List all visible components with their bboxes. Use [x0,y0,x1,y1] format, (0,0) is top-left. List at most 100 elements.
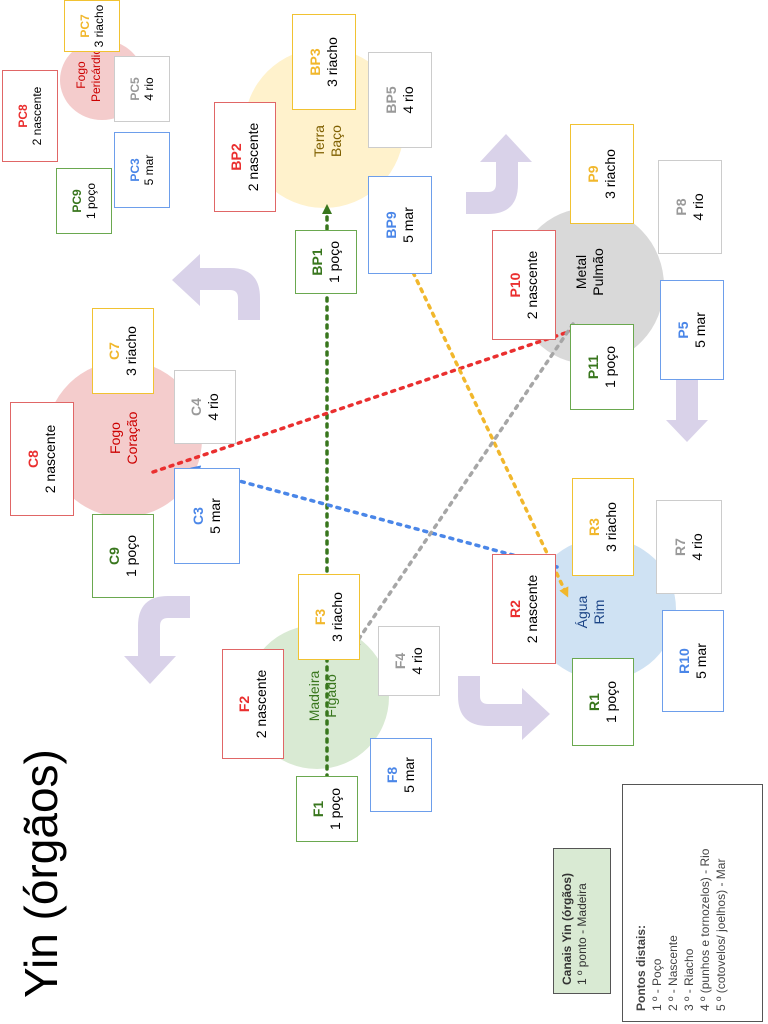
point-code: PC5 [128,77,142,101]
point-r1: R1 1 poço [572,658,634,746]
point-c7: C7 3 riacho [92,308,154,394]
point-code: F2 [236,695,252,713]
point-label: 3 riacho [329,592,345,642]
point-label: 3 riacho [602,149,618,199]
water-organ-name: Água Rim [574,572,608,652]
point-f2: F2 2 nascente [222,649,284,759]
point-label: 2 nascente [524,250,540,320]
point-p11: P11 1 poço [570,324,634,410]
point-code: BP3 [307,48,323,76]
legend-points-title: Pontos distais: [634,924,648,1011]
point-label: 3 riacho [603,502,619,552]
point-label: 4 rio [142,77,156,101]
point-code: P5 [675,321,691,339]
point-bp3: BP3 3 riacho [292,14,356,110]
point-code: PC7 [78,14,92,38]
point-f4: F4 4 rio [378,626,440,696]
legend-points-item: 2 º - Nascente [666,935,680,1011]
legend-points-item: 5 º (cotovelos/ joelhos) - Mar [714,858,728,1011]
point-code: BP5 [383,86,399,114]
point-label: 5 mar [207,498,223,534]
point-code: F8 [384,766,400,784]
point-code: BP9 [383,211,399,239]
point-code: F1 [310,800,326,818]
point-code: PC3 [128,158,142,182]
point-bp5: BP5 4 rio [368,52,432,148]
legend-points-item: 1 º - Poço [650,958,664,1011]
legend-points: Pontos distais: 1 º - Poço 2 º - Nascent… [622,784,763,1022]
point-code: C7 [106,342,122,360]
point-bp2: BP2 2 nascente [214,102,276,212]
earth-element-label: Terra [311,125,327,157]
legend-canals-title: Canais Yin (órgãos) [560,872,574,985]
point-code: P11 [585,354,601,380]
point-code: BP2 [228,143,244,171]
point-label: 4 rio [400,86,416,114]
point-f1: F1 1 poço [296,776,358,842]
diagram-title: Yin (órgãos) [15,749,67,998]
point-label: 2 nascente [253,669,269,739]
legend-canals: Canais Yin (órgãos) 1 º ponto - Madeira [553,848,611,994]
point-label: 1 poço [602,345,618,389]
point-r2: R2 2 nascente [492,554,556,664]
point-r10: R10 5 mar [662,610,724,712]
point-label: 2 nascente [30,86,44,146]
point-code: F3 [312,608,328,626]
point-label: 4 rio [205,393,221,421]
point-p9: P9 3 riacho [570,124,634,224]
point-label: 1 poço [123,534,139,578]
point-pc9: PC9 1 poço [56,168,112,234]
wood-organ-label: Fígado [323,674,339,718]
point-label: 2 nascente [245,122,261,192]
point-label: 1 poço [327,787,343,831]
fire-organ-name: Fogo Coração [107,398,141,478]
point-label: 4 rio [409,647,425,675]
flow-arrow-water-to-wood-icon [458,676,550,740]
point-code: R7 [672,538,688,556]
point-label: 3 riacho [324,37,340,87]
point-label: 4 rio [689,533,705,561]
point-label: 1 poço [603,680,619,724]
point-label: 5 mar [400,207,416,243]
legend-canals-line: 1 º ponto - Madeira [575,883,589,985]
point-c4: C4 4 rio [174,370,236,444]
point-label: 5 mar [692,312,708,348]
point-label: 3 riacho [92,4,106,48]
earth-organ-name: Terra Baço [311,101,345,181]
wood-organ-name: Madeira Fígado [306,656,340,736]
point-code: P9 [585,165,601,183]
flow-arrow-wood-to-fire-icon [124,596,190,684]
legend-points-item: 4 º (punhos e tornozelos) - Rio [698,848,712,1011]
point-bp9: BP9 5 mar [368,176,432,274]
point-code: PC9 [70,189,84,213]
point-code: R2 [507,600,523,618]
point-label: 5 mar [401,757,417,793]
point-p10: P10 2 nascente [492,230,556,340]
point-label: 5 mar [142,154,156,186]
point-label: 2 nascente [524,574,540,644]
point-pc5: PC5 4 rio [114,56,170,122]
point-c8: C8 2 nascente [10,402,74,516]
point-pc3: PC3 5 mar [114,132,170,208]
point-code: P10 [507,272,523,298]
point-code: PC8 [16,104,30,128]
point-c9: C9 1 poço [92,514,154,598]
point-r3: R3 3 riacho [572,478,634,576]
point-code: R10 [676,648,692,674]
point-c3: C3 5 mar [174,468,240,564]
water-to-fire-line [190,465,559,569]
earth-organ-label: Baço [328,125,344,157]
wood-element-label: Madeira [306,670,322,722]
point-bp1: BP1 1 poço [295,230,357,294]
flow-arrow-fire-to-earth-icon [172,254,260,320]
fire-organ-label: Coração [124,411,140,465]
legend-points-item: 3 º - Riacho [682,948,696,1011]
flow-arrow-metal-to-water-icon [666,378,708,442]
point-label: 1 poço [84,182,98,220]
point-code: C3 [190,507,206,525]
point-code: R1 [586,693,602,711]
point-label: 4 rio [690,193,706,221]
metal-element-label: Metal [573,254,589,290]
